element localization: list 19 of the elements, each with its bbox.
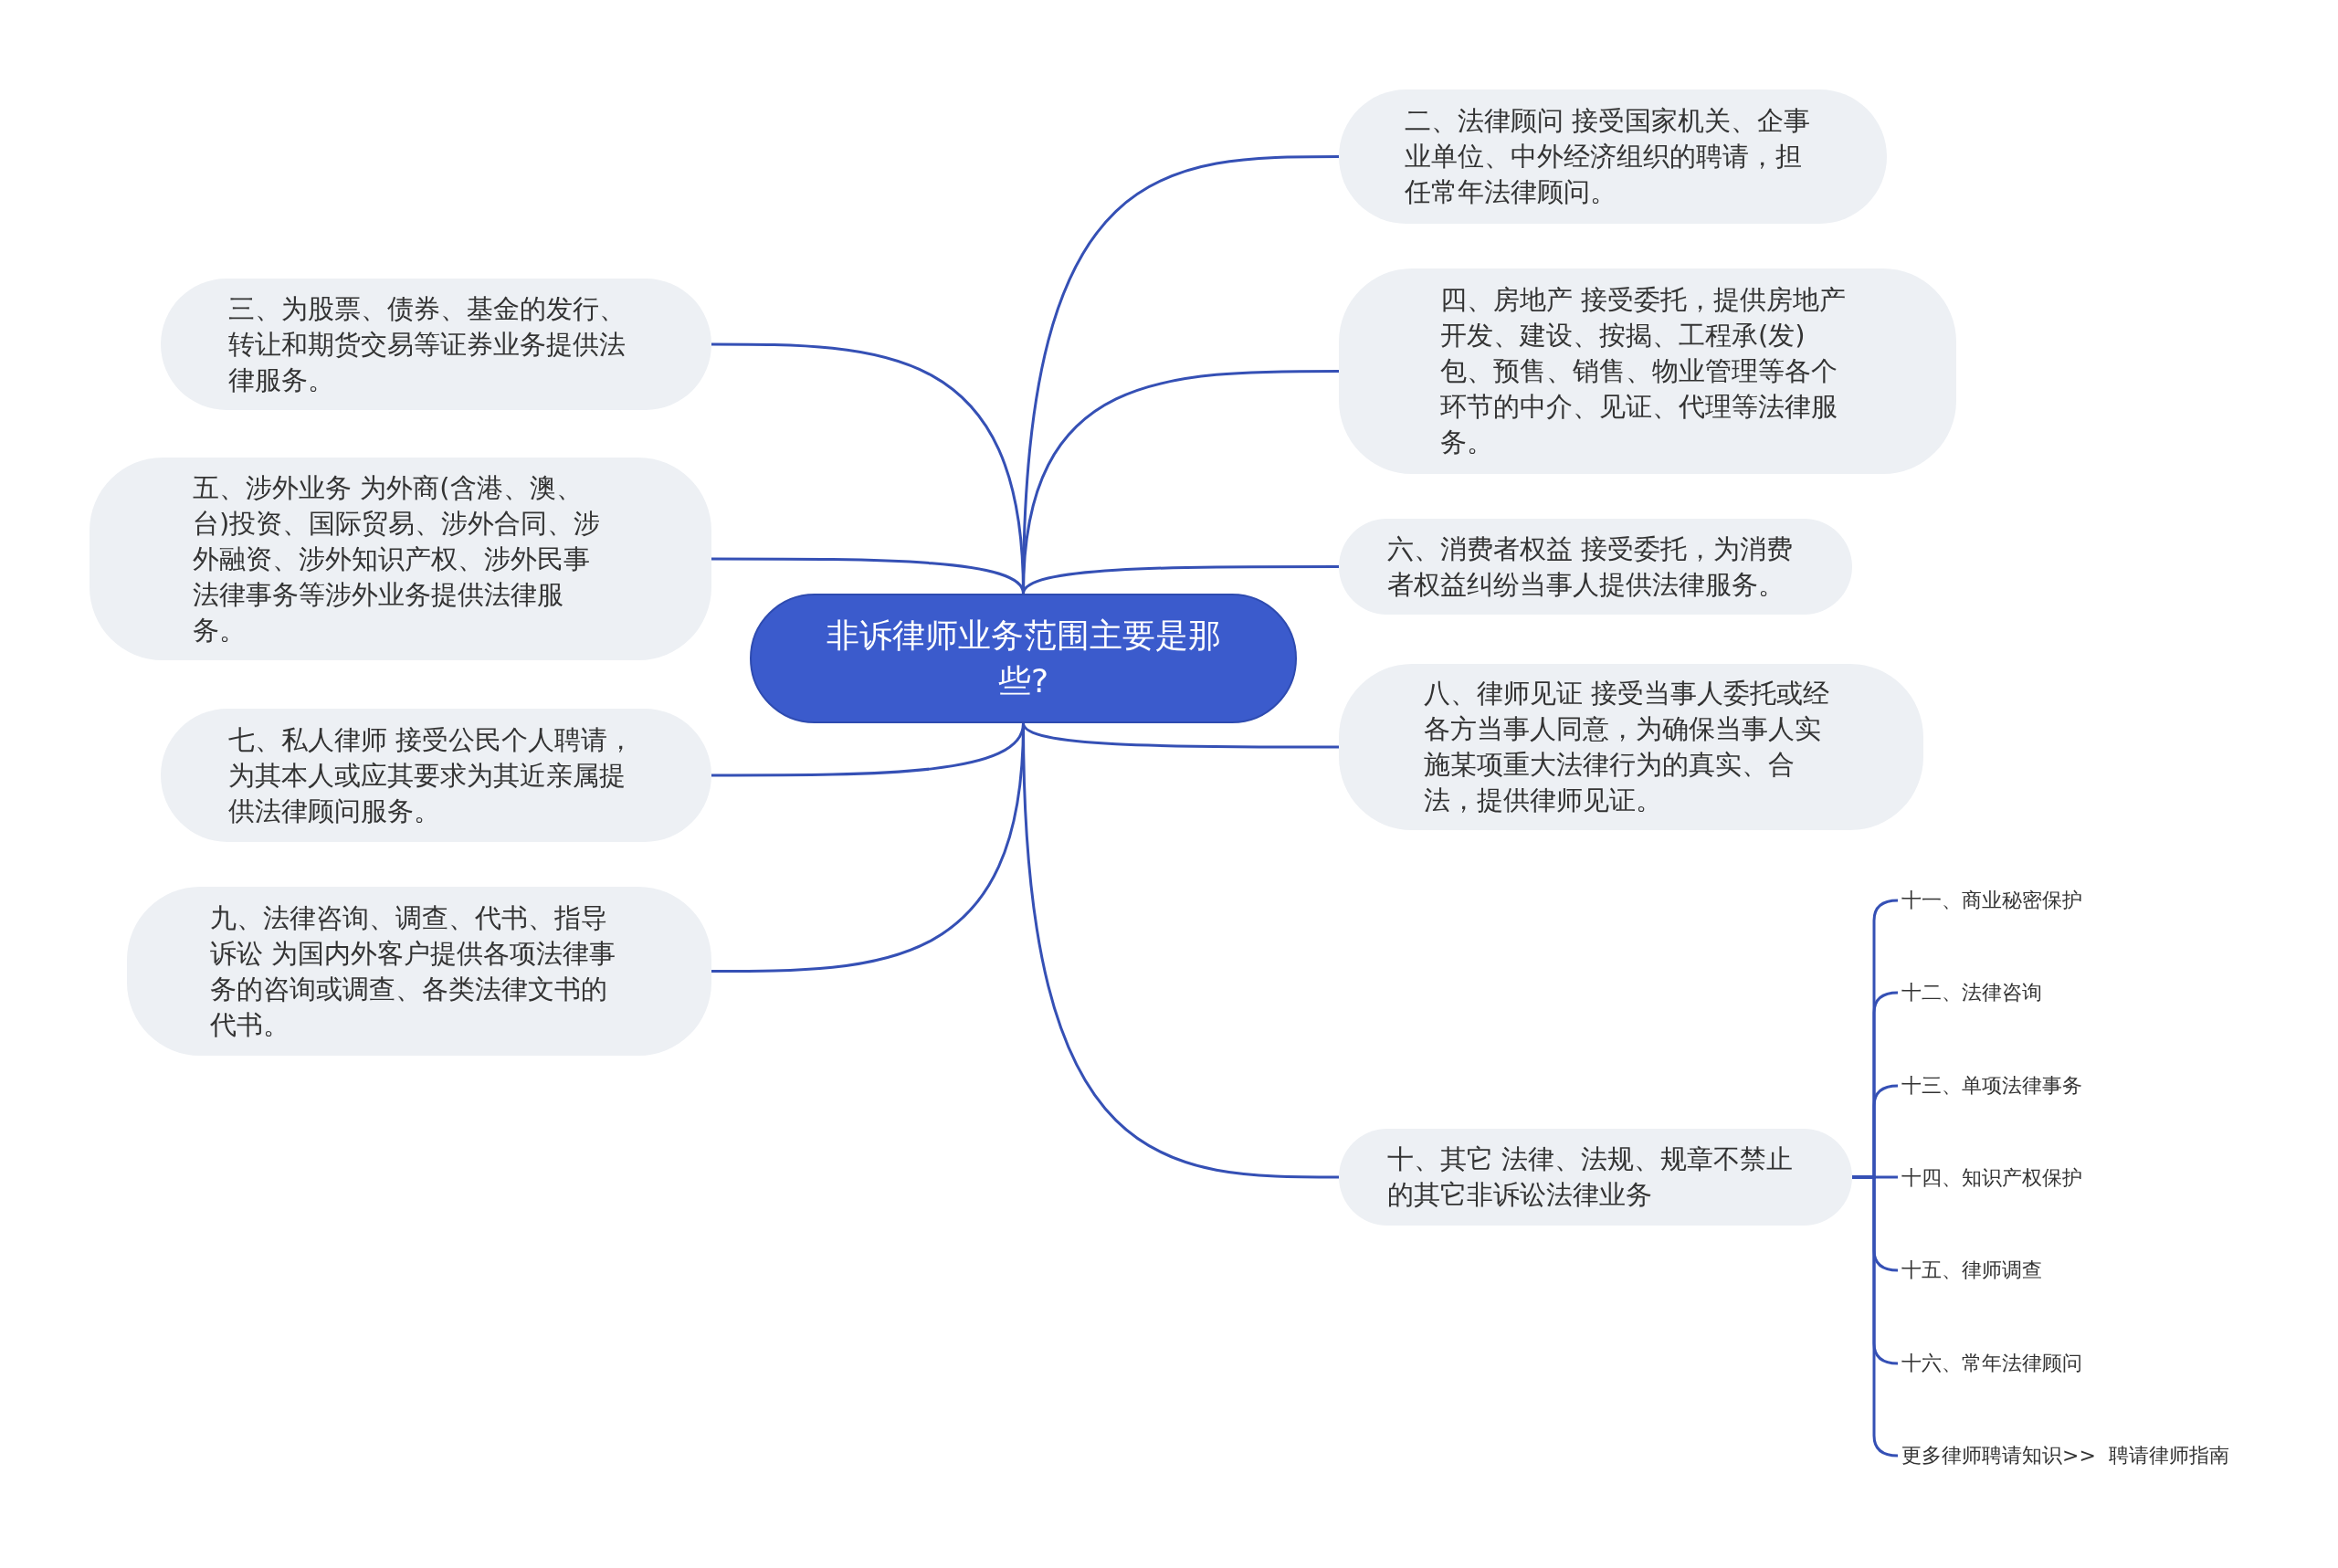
topic-bubble: 三、为股票、债券、基金的发行、转让和期货交易等证券业务提供法律服务。 bbox=[161, 279, 711, 410]
topic-bubble: 七、私人律师 接受公民个人聘请，为其本人或应其要求为其近亲属提供法律顾问服务。 bbox=[161, 709, 711, 842]
subtopic-text: 十六、常年法律顾问 bbox=[1901, 1347, 2082, 1380]
subtopic-text: 十三、单项法律事务 bbox=[1901, 1069, 2082, 1102]
topic-bubble: 八、律师见证 接受当事人委托或经各方当事人同意，为确保当事人实施某项重大法律行为的真实、合法，提供律师见证。 bbox=[1339, 664, 1923, 830]
topic-bubble: 九、法律咨询、调查、代书、指导诉讼 为国内外客户提供各项法律事务的咨询或调查、各类法律文书的代书。 bbox=[127, 887, 711, 1056]
subtopic-text: 十二、法律咨询 bbox=[1901, 976, 2042, 1009]
topic-bubble: 四、房地产 接受委托，提供房地产开发、建设、按揭、工程承(发)包、预售、销售、物业管理等各个环节的中介、见证、代理等法律服务。 bbox=[1339, 268, 1956, 474]
topic-bubble: 六、消费者权益 接受委托，为消费者权益纠纷当事人提供法律服务。 bbox=[1339, 519, 1852, 615]
topic-bubble: 二、法律顾问 接受国家机关、企事业单位、中外经济组织的聘请，担任常年法律顾问。 bbox=[1339, 89, 1887, 224]
connector-line bbox=[1022, 565, 1339, 595]
subtopic-text: 更多律师聘请知识>> 聘请律师指南 bbox=[1901, 1439, 2229, 1472]
subtopic-text: 十四、知识产权保护 bbox=[1901, 1162, 2082, 1194]
central-topic-bubble: 非诉律师业务范围主要是那些? bbox=[750, 594, 1297, 723]
topic-bubble: 十、其它 法律、法规、规章不禁止的其它非诉讼法律业务 bbox=[1339, 1129, 1852, 1226]
connector-line bbox=[1022, 722, 1339, 749]
subtopic-text: 十五、律师调查 bbox=[1901, 1254, 2042, 1287]
subtopic-text: 十一、商业秘密保护 bbox=[1901, 884, 2082, 917]
topic-bubble: 五、涉外业务 为外商(含港、澳、台)投资、国际贸易、涉外合同、涉外融资、涉外知识产权、涉外民事法律事务等涉外业务提供法律服务。 bbox=[90, 458, 711, 660]
